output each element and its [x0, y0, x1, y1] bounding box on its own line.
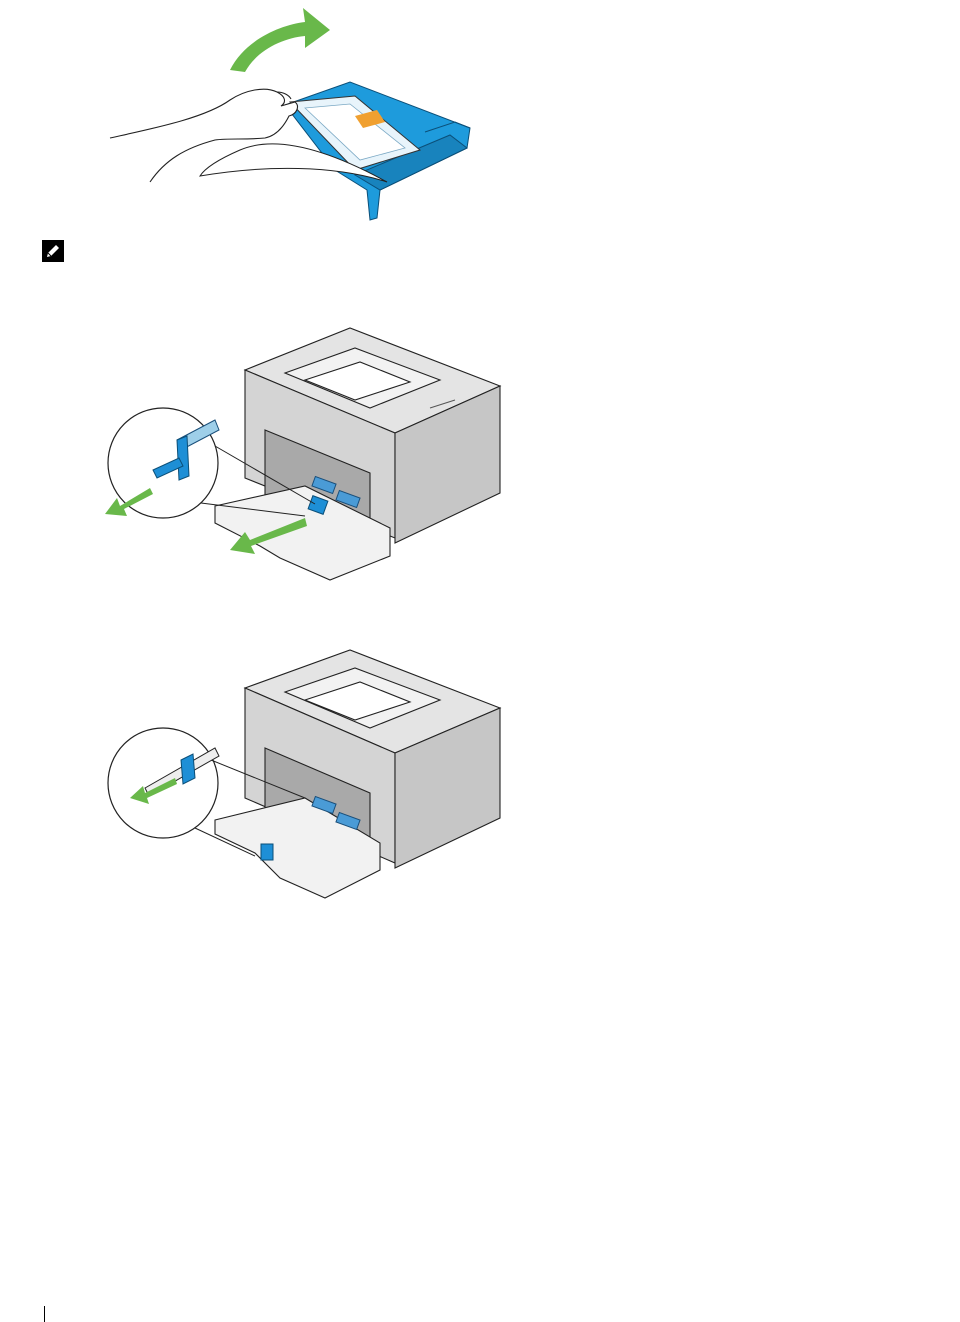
- pencil-note-icon: [42, 240, 64, 262]
- green-curved-arrow: [230, 8, 330, 72]
- printer-illustration-extend-tray: [105, 318, 505, 586]
- footer-rule: [44, 1306, 45, 1322]
- tray-cover-illustration: [105, 0, 485, 225]
- printer-illustration-length-guide: [105, 648, 505, 906]
